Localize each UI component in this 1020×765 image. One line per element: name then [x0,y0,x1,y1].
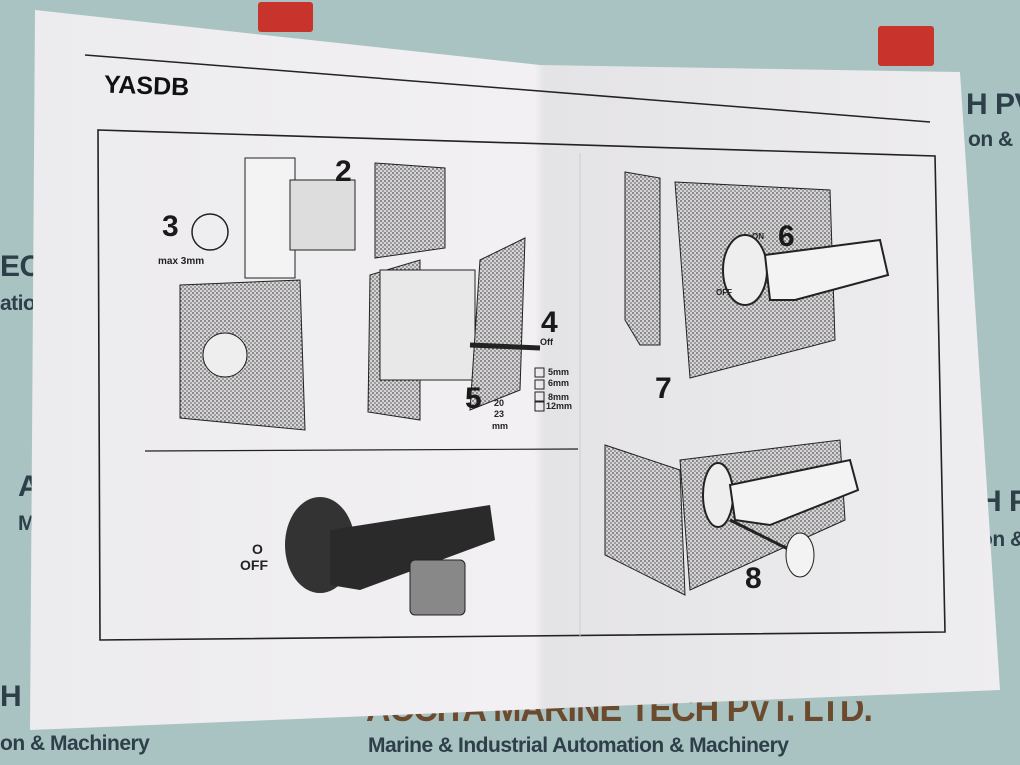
size-label: 8mm [548,392,570,402]
red-tag [258,2,313,32]
step-number: 7 [655,372,672,405]
step-number: 2 [335,155,352,188]
unit-label: mm [492,421,509,431]
step4-off-label: Off [540,337,553,347]
off-label: OFF [716,288,732,297]
step-number: 8 [745,562,762,595]
size-label: 5mm [548,367,570,377]
red-tag [878,26,934,66]
step3-label: max 3mm [158,256,205,267]
size-label: 12mm [546,401,573,411]
bg-fragment: M [18,512,36,535]
illustration-steps-2-5 [179,157,545,431]
dim-label: 20 [494,398,505,408]
size-label: 6mm [548,378,570,388]
lock-off-label: OFF [240,557,268,573]
bg-tagline: Marine & Industrial Automation & Machine… [368,734,789,757]
bg-tagline-left: on & Machinery [0,732,150,755]
step-number: 3 [162,210,179,243]
bg-fragment: atio [0,292,36,315]
bg-fragment: H [0,680,22,713]
illustration-step-8 [604,439,860,596]
document-title: YASDB [103,70,190,102]
dim-label: 23 [494,409,505,419]
step-number: 4 [541,306,558,339]
step-number: 6 [778,220,795,253]
illustration-padlock-off [285,497,495,616]
on-label: ON [752,232,764,241]
lock-o-label: O [252,541,263,557]
illustration-steps-6-7 [624,171,890,379]
step-number: 5 [465,382,482,415]
bg-fragment: on & [968,128,1013,151]
bg-fragment: H PV [966,88,1020,121]
